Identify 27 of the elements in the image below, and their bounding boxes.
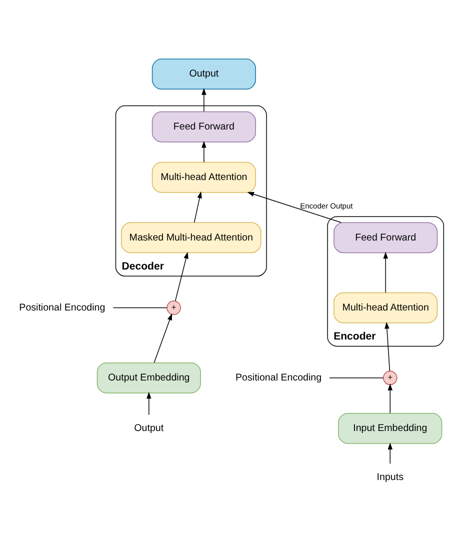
node-box: Multi-head Attention [334, 292, 438, 324]
node-box: Feed Forward [334, 222, 438, 254]
arrow [146, 392, 152, 416]
arrow [202, 140, 206, 163]
node-text: Output [134, 422, 164, 434]
arrow [247, 192, 342, 223]
node-box: Input Embedding [338, 412, 442, 444]
node-circle: + [166, 300, 181, 315]
node-text: Positional Encoding [19, 302, 106, 314]
node-box: Output Embedding [96, 362, 201, 394]
arrow [388, 384, 393, 414]
node-text: Positional Encoding [236, 372, 322, 384]
arrow [388, 442, 393, 464]
node-box: Multi-head Attention [152, 162, 256, 193]
node-circle: + [382, 370, 398, 386]
node-box: Output [152, 58, 256, 90]
arrow [194, 191, 202, 223]
node-box: Masked Multi-head Attention [121, 222, 262, 254]
arrow [383, 252, 388, 293]
connector [112, 307, 168, 308]
arrow [384, 322, 390, 372]
arrow [174, 252, 188, 302]
arrow [154, 313, 172, 363]
node-box: Feed Forward [152, 111, 256, 142]
arrow [202, 88, 206, 112]
edge-label: Encoder Output [300, 201, 353, 210]
node-text: Inputs [376, 472, 404, 483]
